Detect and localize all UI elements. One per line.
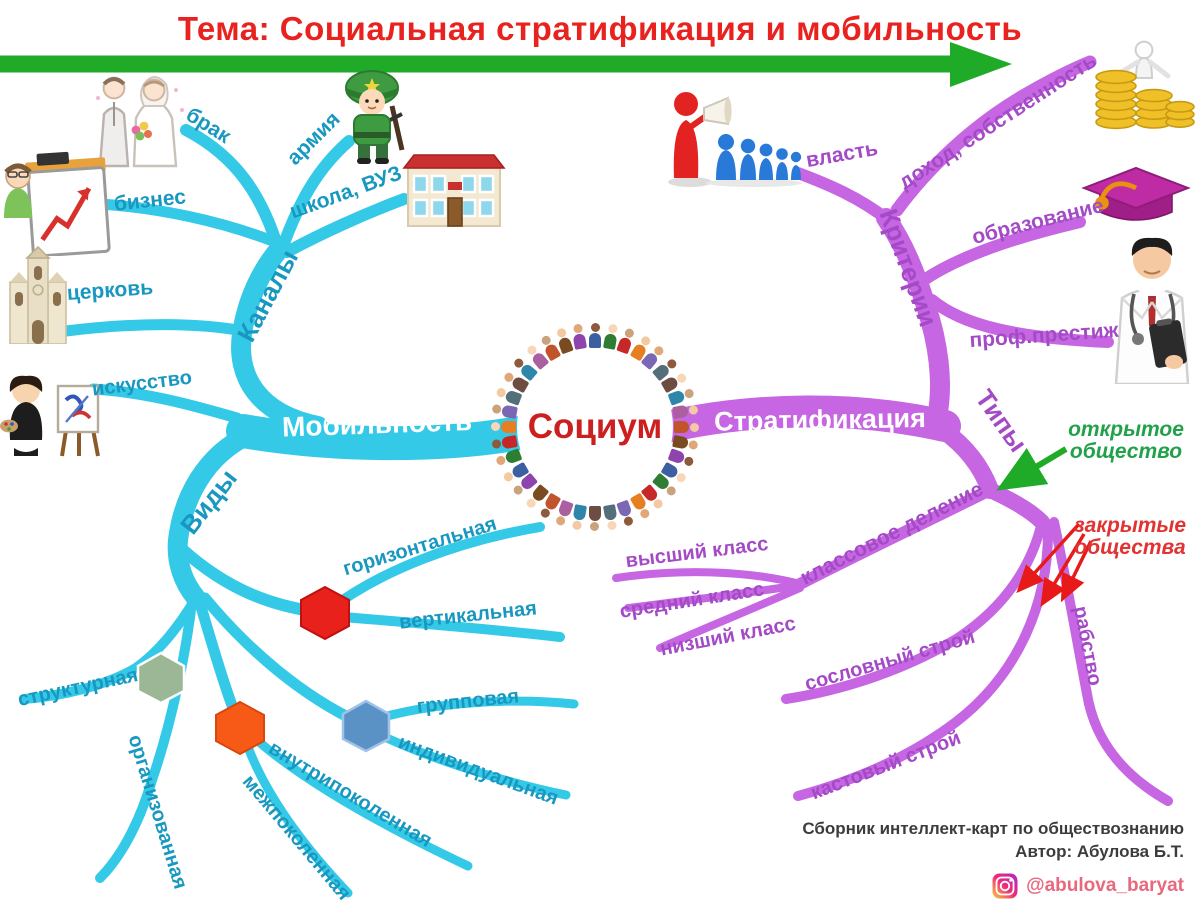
stratification-branches bbox=[612, 55, 1173, 806]
school-building-icon bbox=[402, 150, 506, 228]
branch-armiya bbox=[277, 135, 355, 252]
ring-person-icon bbox=[491, 421, 517, 433]
note-open-society: открытое общество bbox=[1068, 417, 1184, 463]
branch-sredny bbox=[624, 581, 804, 612]
credits-line2: Автор: Абулова Б.Т. bbox=[1015, 841, 1184, 861]
ring-person-icon bbox=[673, 421, 699, 433]
branch-cerkov bbox=[60, 319, 249, 337]
hexagon-sage bbox=[136, 651, 186, 705]
branch-organizovannaya bbox=[95, 597, 197, 883]
ring-person-icon bbox=[589, 323, 601, 349]
branch-vnutripokolennaya bbox=[241, 725, 473, 871]
page-title: Тема: Социальная стратификация и мобильн… bbox=[177, 10, 1023, 47]
instagram-handle: @abulova_baryat bbox=[1026, 875, 1184, 897]
ring-person-icon bbox=[571, 323, 588, 352]
closed-arrow-1 bbox=[1016, 522, 1081, 594]
branch-brak bbox=[180, 124, 284, 254]
branch-klassovoe bbox=[792, 484, 996, 591]
branch-gruppovaya bbox=[365, 696, 579, 726]
ring-person-icon bbox=[589, 505, 601, 531]
branch-dohod bbox=[890, 55, 1097, 217]
doctor-icon bbox=[1106, 234, 1198, 386]
branch-iskusstvo bbox=[87, 383, 243, 424]
branch-gorizontalnaya bbox=[325, 522, 545, 614]
hexagon-red bbox=[300, 585, 350, 641]
closed-arrow-2 bbox=[1040, 533, 1086, 608]
open-society-arrow bbox=[996, 446, 1068, 491]
leader-megaphone-icon bbox=[666, 90, 804, 188]
closed-arrow-3 bbox=[1060, 540, 1093, 603]
branch-kastovy bbox=[793, 523, 1054, 801]
ring-person-icon bbox=[491, 403, 520, 420]
branch-vlast bbox=[792, 167, 894, 226]
hexagon-blue bbox=[341, 699, 391, 753]
branch-strat-trunk bbox=[651, 395, 961, 443]
branch-mobility-trunk bbox=[226, 414, 542, 461]
wedding-couple-icon bbox=[82, 66, 194, 170]
hexagon-orange bbox=[215, 700, 265, 756]
branch-biznes bbox=[94, 198, 276, 246]
node-stratification: Стратификация bbox=[713, 402, 927, 437]
branch-prestizh bbox=[926, 294, 1114, 348]
branch-vysshy bbox=[612, 568, 804, 588]
branch-blue-stem bbox=[199, 592, 366, 729]
branch-vertikalnaya bbox=[326, 611, 565, 642]
soldier-icon bbox=[338, 70, 408, 166]
branch-shkola bbox=[281, 193, 410, 258]
artist-easel-icon bbox=[0, 372, 106, 460]
note-closed-societies: закрытые общества bbox=[1073, 513, 1187, 559]
instagram-icon bbox=[992, 873, 1018, 899]
credits-block: Сборник интеллект-карт по обществознанию… bbox=[802, 818, 1184, 899]
branch-nizshy bbox=[656, 584, 804, 652]
graduation-cap-icon bbox=[1080, 160, 1192, 234]
branch-soslovny bbox=[781, 517, 1047, 704]
coins-icon bbox=[1082, 38, 1196, 130]
center-node: Социум bbox=[517, 349, 673, 505]
node-mobility: Мобильность bbox=[281, 404, 473, 443]
closed-society-arrows bbox=[1016, 522, 1093, 608]
ring-person-icon bbox=[671, 403, 699, 420]
ring-person-icon bbox=[571, 503, 588, 531]
center-label: Социум bbox=[527, 407, 663, 446]
branch-criteria-stem bbox=[876, 208, 950, 428]
branch-obrazovanie bbox=[918, 216, 1086, 286]
business-chart-icon bbox=[0, 150, 112, 258]
church-icon bbox=[6, 245, 70, 345]
branch-kinds-stem bbox=[167, 424, 260, 608]
branch-strukturnaya bbox=[19, 593, 201, 704]
credits-line1: Сборник интеллект-карт по обществознанию bbox=[802, 819, 1184, 838]
title-arrow bbox=[0, 42, 1012, 87]
branch-channels-stem bbox=[231, 237, 328, 436]
